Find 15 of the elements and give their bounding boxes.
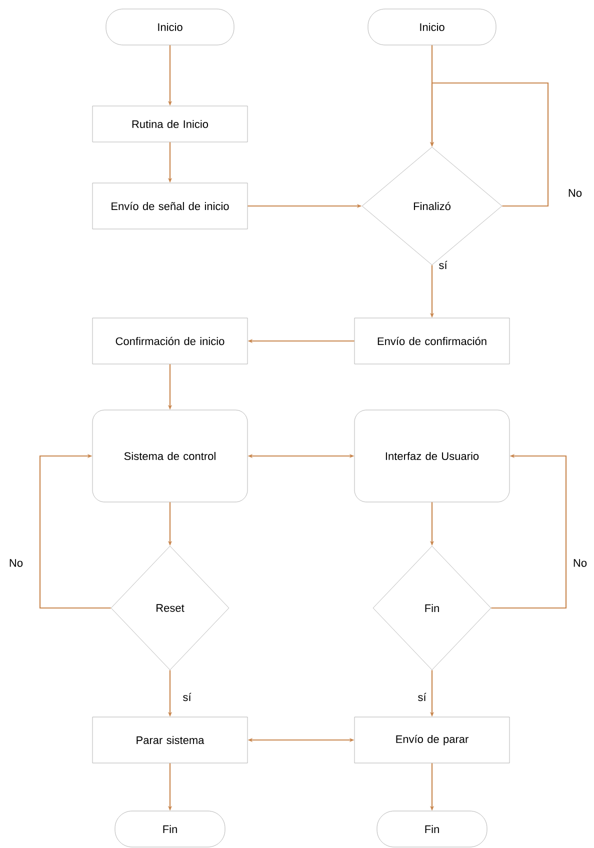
process-box: Envío de confirmación <box>354 318 510 364</box>
process-box: Envío de señal de inicio <box>92 182 248 230</box>
edge-label: No <box>566 188 584 198</box>
rounded-box: Interfaz de Usuario <box>354 410 510 502</box>
edge-label: sí <box>416 692 428 702</box>
process-box: Envío de parar <box>354 716 510 764</box>
edge-label: sí <box>182 692 192 702</box>
edge-label: sí <box>438 260 448 270</box>
edge-label: No <box>572 558 588 568</box>
process-box: Parar sistema <box>92 716 248 764</box>
process-box: Confirmación de inicio <box>92 318 248 364</box>
edge-label: No <box>8 558 24 568</box>
arrow <box>39 454 111 609</box>
process-box: Rutina de Inicio <box>92 106 248 142</box>
rounded-box: Sistema de control <box>92 410 248 502</box>
